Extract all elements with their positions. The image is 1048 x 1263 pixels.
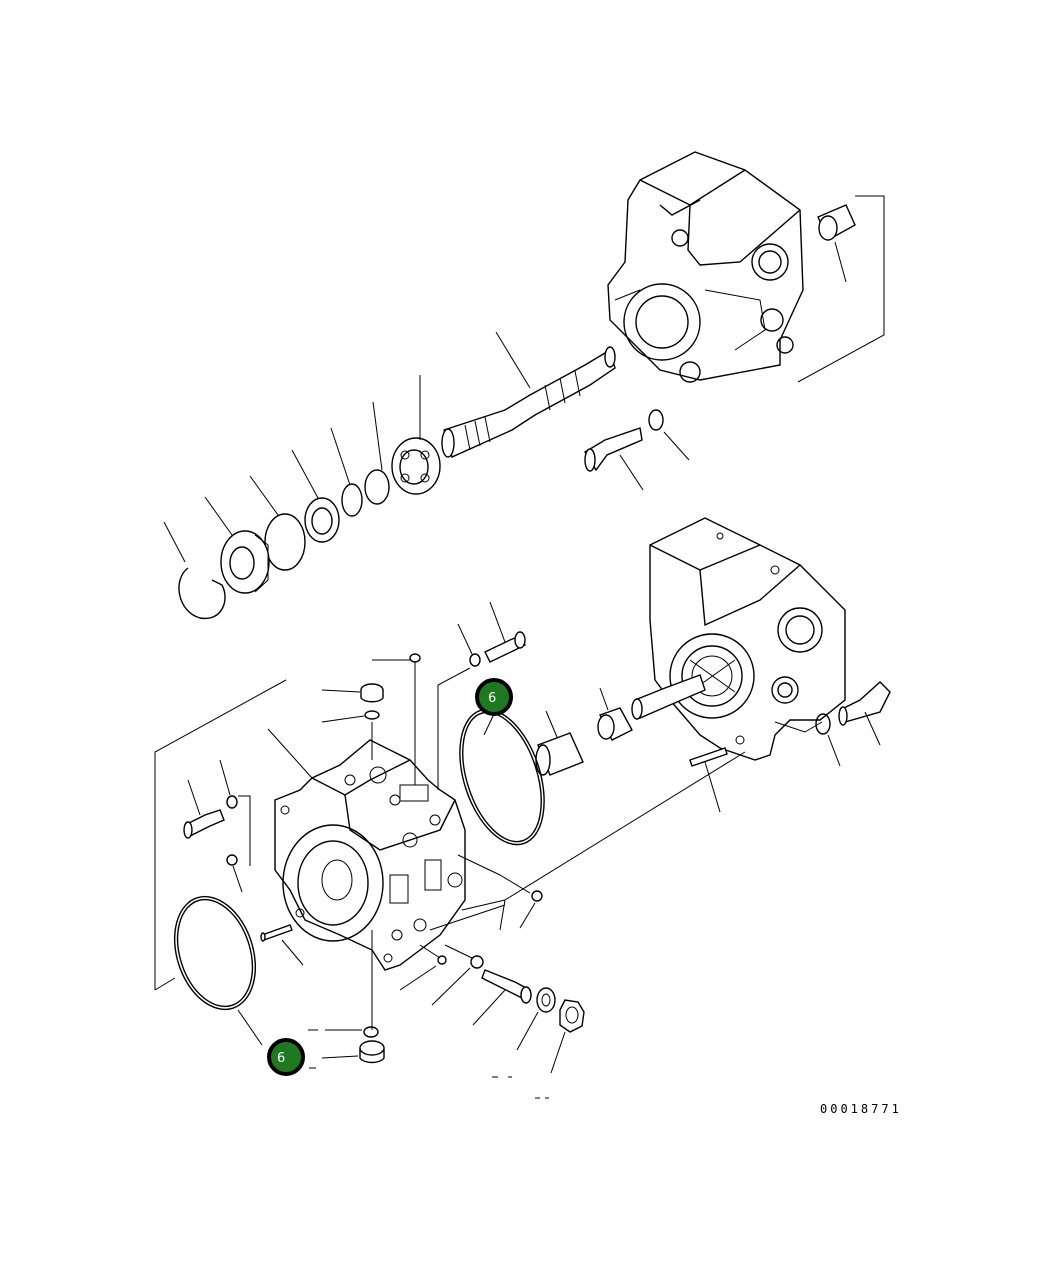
callout-6-right[interactable]: 6 <box>475 678 513 716</box>
right-screw <box>531 890 543 902</box>
retaining-ring <box>178 567 226 620</box>
needle-bearing <box>597 707 633 741</box>
upper-seal-ring <box>304 497 340 543</box>
upper-bearing <box>391 437 441 495</box>
upper-pump-housing <box>607 151 804 383</box>
large-o-ring-right <box>459 708 545 846</box>
upper-shaft <box>441 346 616 458</box>
upper-bushing <box>817 204 856 241</box>
snap-ring-2 <box>341 483 363 517</box>
top-right-o-ring <box>469 653 481 667</box>
lower-shaft <box>631 674 706 720</box>
lower-right-nut <box>559 999 585 1033</box>
lower-bolt <box>838 681 891 726</box>
o-ring-upper <box>264 513 306 571</box>
callout-6-left[interactable]: 6 <box>267 1038 305 1076</box>
lower-bracket-line <box>499 751 746 931</box>
valve-block <box>274 739 466 971</box>
sleeve-bushing <box>535 732 584 776</box>
top-screw <box>409 653 421 663</box>
bottom-plug <box>359 1040 385 1064</box>
oil-seal <box>220 530 270 594</box>
dowel-pin <box>689 747 728 767</box>
lower-small-o-ring <box>470 955 484 969</box>
left-sensor <box>183 809 225 839</box>
lower-right-washer <box>536 987 556 1013</box>
upper-bracket-line <box>797 195 885 383</box>
callout-6-right-label: 6 <box>488 691 496 706</box>
left-o-ring <box>226 795 238 809</box>
left-bracket-line <box>154 679 287 990</box>
top-plug <box>360 683 384 703</box>
drawing-code: 00018771 <box>820 1102 902 1116</box>
top-o-ring <box>364 710 380 720</box>
lower-washer <box>815 713 831 735</box>
callout-6-left-label: 6 <box>277 1051 285 1066</box>
left-pin <box>260 924 293 942</box>
snap-ring-1 <box>364 469 390 505</box>
large-o-ring-left <box>173 895 257 1011</box>
top-right-sensor <box>484 631 526 663</box>
left-screw <box>226 854 238 866</box>
lower-sensor <box>481 969 532 1004</box>
upper-washer <box>648 409 664 431</box>
bottom-o-ring <box>363 1026 379 1038</box>
upper-bolt <box>584 427 643 472</box>
